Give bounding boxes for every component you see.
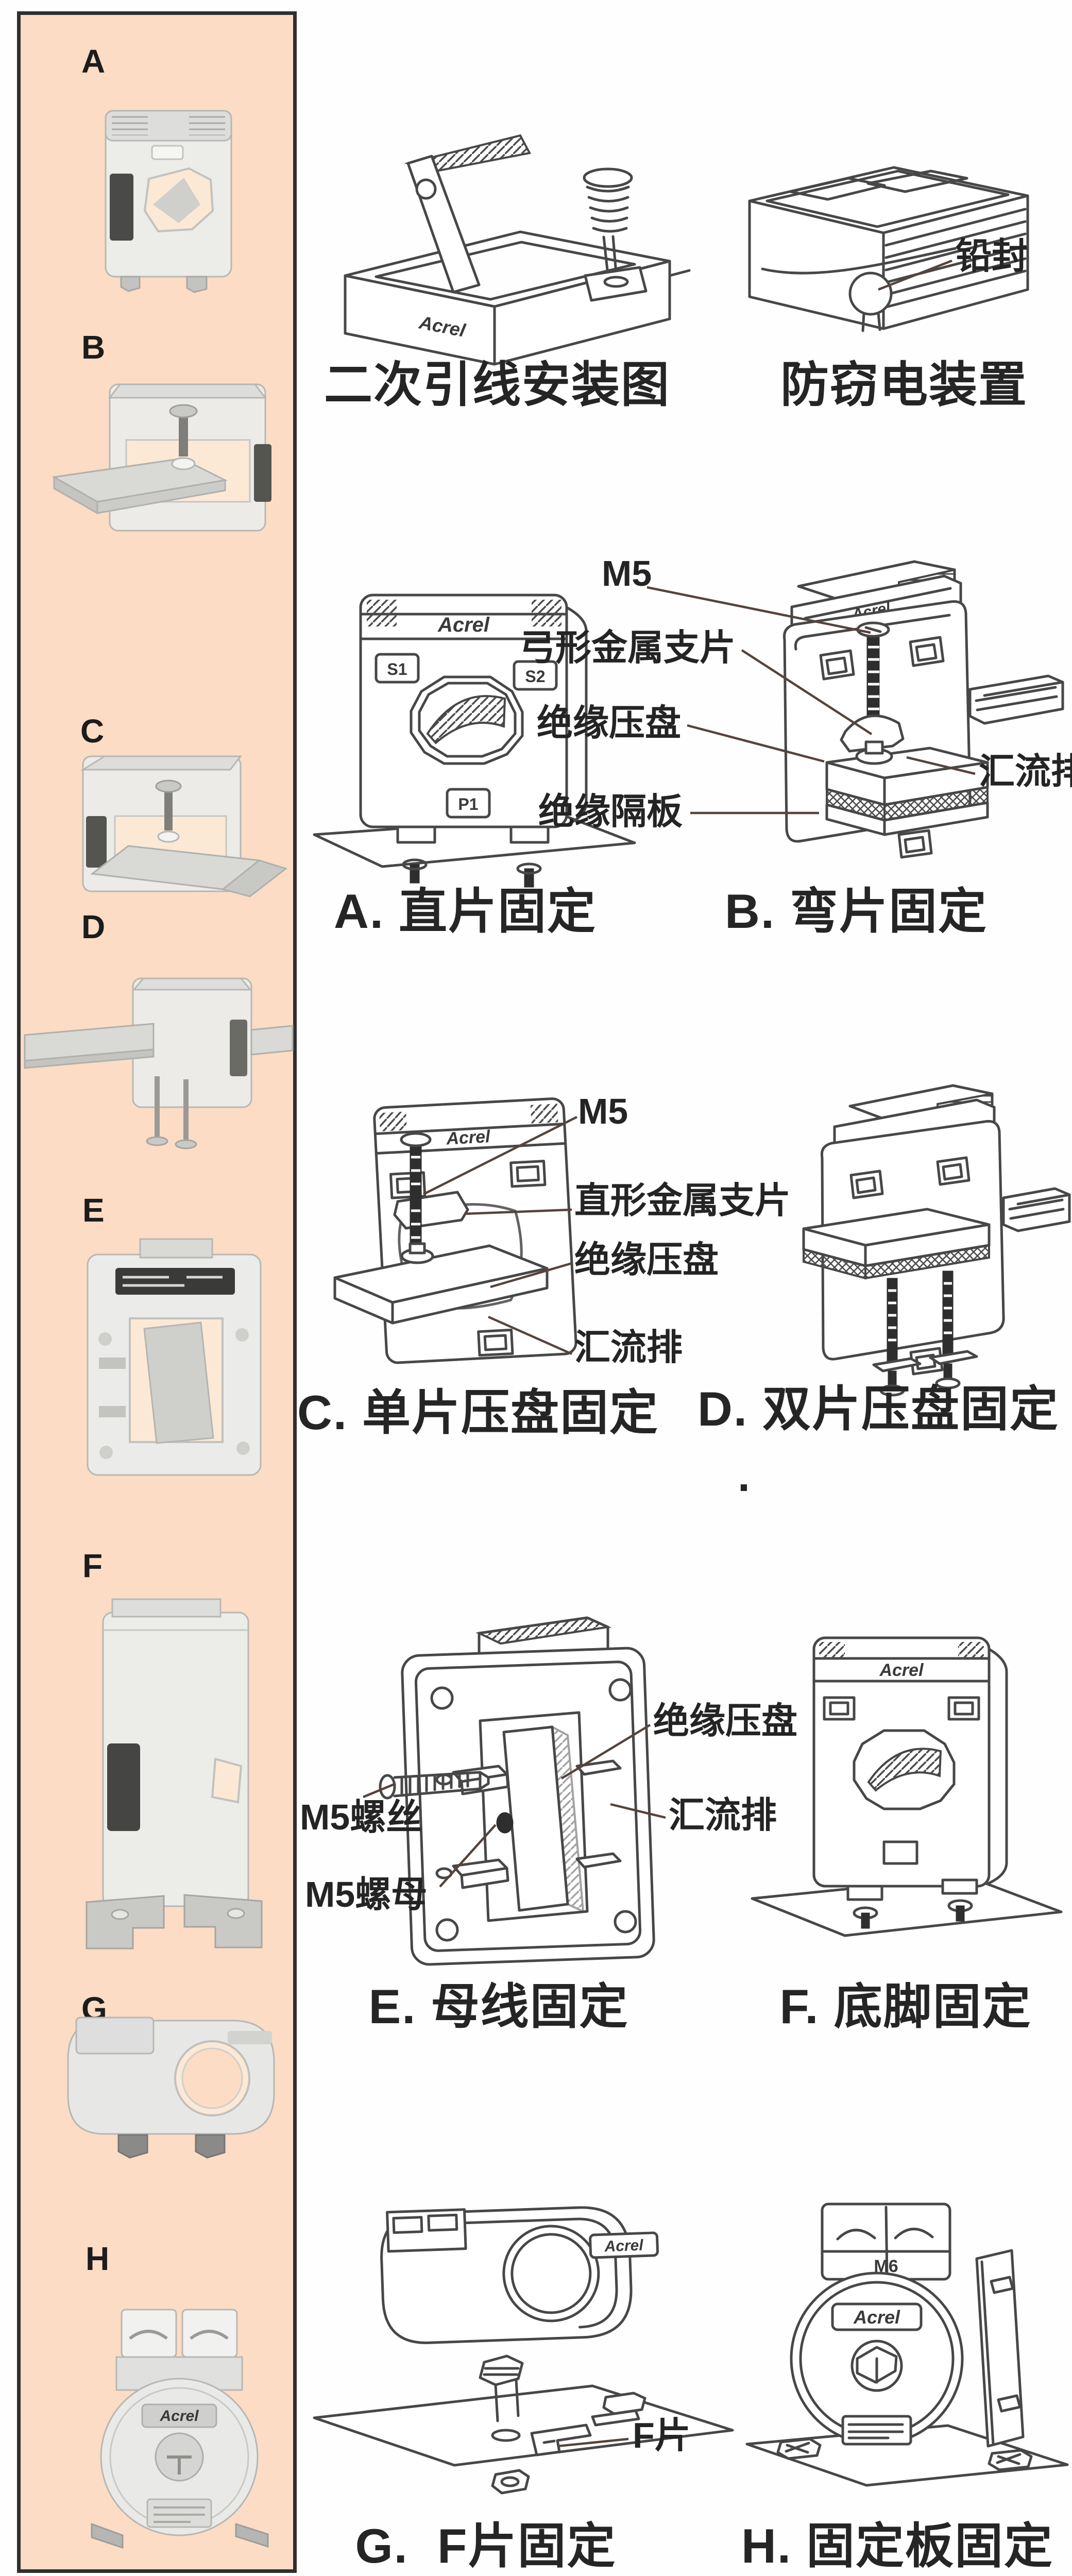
label-row3-insul-plate: 绝缘压盘: [574, 1240, 719, 1280]
diagram-a-straight-clip: Acrel S1 S2 P1: [313, 594, 636, 888]
diagram-secondary-lead-frame: Acrel: [344, 134, 691, 366]
sidebar-letter-a: A: [81, 43, 106, 80]
product-photo-h: Acrel: [91, 2309, 269, 2549]
diagram-a-brand: Acrel: [437, 614, 490, 636]
label-row4-m5-nut: M5螺母: [305, 1874, 428, 1914]
sidebar-letter-c: C: [80, 713, 105, 750]
product-photo-c: [80, 755, 288, 897]
terminal-s2: S2: [525, 667, 545, 686]
product-photo-sidebar: A B C D E F G H: [17, 11, 297, 2573]
terminal-p1: P1: [458, 795, 478, 814]
label-row4-busbar: 汇流排: [669, 1795, 777, 1835]
terminal-s1: S1: [387, 660, 407, 679]
sidebar-letter-e: E: [82, 1192, 105, 1229]
product-photo-b: [52, 383, 271, 532]
product-photo-g: [67, 2016, 275, 2159]
label-row3-busbar: 汇流排: [574, 1327, 683, 1367]
caption-a: A. 直片固定: [333, 884, 597, 938]
sidebar-letter-d: D: [81, 908, 106, 945]
diagram-c-brand: Acrel: [445, 1127, 491, 1149]
diagram-d-terminal-marks: [849, 1156, 971, 1376]
label-row5-f-piece: F片: [633, 2415, 691, 2455]
diagram-b-bent-clip: Acrel: [782, 560, 1064, 859]
label-row3-m5: M5: [578, 1091, 628, 1131]
diagram-g-body: Acrel: [380, 2206, 659, 2344]
diagram-h-plate-fixing: M6 Acrel: [745, 2202, 1069, 2487]
label-row2-insul-sep: 绝缘隔板: [538, 791, 683, 832]
diagram-f-foot-fixing: Acrel: [751, 1636, 1063, 1937]
caption-f: F. 底脚固定: [779, 1979, 1032, 2033]
diagram-anti-theft: [748, 166, 1029, 332]
sidebar-letter-b: B: [81, 329, 106, 366]
label-row2-m5: M5: [602, 553, 652, 594]
caption-g: G. F片固定: [355, 2519, 617, 2573]
product-photo-a: [105, 110, 232, 293]
product-photo-f: [86, 1598, 263, 1950]
diagram-d-double-plate: [802, 1084, 1071, 1397]
sidebar-letter-f: F: [82, 1547, 103, 1584]
sidebar-letter-h: H: [86, 2240, 110, 2277]
diagram-c-single-plate: Acrel: [333, 1097, 577, 1364]
diagram-g-brand: Acrel: [604, 2237, 644, 2256]
diagram-h-brand: Acrel: [853, 2307, 900, 2328]
photo-h-brand: Acrel: [159, 2408, 199, 2425]
stray-period: .: [738, 1451, 750, 1501]
caption-b: B. 弯片固定: [724, 884, 988, 938]
product-photo-d: [24, 977, 294, 1149]
label-row4-m5-screw: M5螺丝: [300, 1797, 422, 1837]
label-row2-busbar: 汇流排: [979, 751, 1072, 791]
caption-h: H. 固定板固定: [741, 2519, 1054, 2573]
caption-secondary-lead: 二次引线安装图: [324, 358, 671, 412]
caption-c: C. 单片压盘固定: [297, 1385, 659, 1439]
diagram-g-fclip-fixing: Acrel: [313, 2206, 734, 2495]
label-lead-seal: 铅封: [956, 236, 1028, 276]
product-photo-e: [87, 1238, 262, 1476]
caption-e: E. 母线固定: [368, 1979, 629, 2033]
caption-anti-theft: 防窃电装置: [780, 358, 1028, 412]
label-row3-straight-clip: 直形金属支片: [574, 1180, 791, 1221]
label-row2-bow-clip: 弓形金属支片: [519, 628, 736, 668]
label-row2-insul-plate: 绝缘压盘: [537, 703, 681, 743]
label-row4-insul-plate: 绝缘压盘: [653, 1701, 797, 1741]
caption-d: D. 双片压盘固定: [697, 1382, 1060, 1436]
diagram-f-brand: Acrel: [879, 1660, 924, 1680]
